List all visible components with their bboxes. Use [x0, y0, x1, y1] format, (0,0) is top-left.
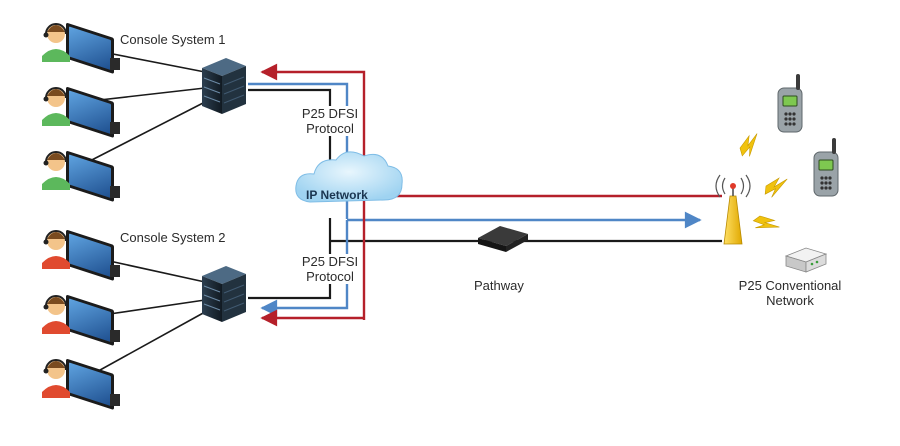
- protocol-bottom-line1: P25 DFSI: [301, 254, 359, 269]
- protocol-top-line1: P25 DFSI: [301, 106, 359, 121]
- base-station-icon: [784, 247, 828, 273]
- protocol-bottom-line2: Protocol: [306, 269, 354, 284]
- ip-network-label: IP Network: [306, 188, 368, 202]
- pathway-device-icon: [478, 226, 528, 252]
- pathway-label: Pathway: [474, 278, 524, 293]
- console-operator-icon: [42, 228, 121, 283]
- protocol-top-line2: Protocol: [306, 121, 354, 136]
- console-operator-icon: [42, 357, 121, 412]
- console-operator-icon: [42, 293, 121, 348]
- protocol-top-label: P25 DFSI Protocol: [298, 106, 362, 136]
- handheld-radio-icon: [813, 137, 839, 197]
- radio-tower-icon: [715, 174, 751, 245]
- console-operator-icon: [42, 85, 121, 140]
- console-operator-icon: [42, 149, 121, 204]
- lightning-icon: [762, 176, 790, 199]
- lightning-icon: [750, 209, 782, 240]
- p25-network-line2: Network: [766, 293, 814, 308]
- handheld-radio-icon: [777, 73, 803, 133]
- lightning-icon: [734, 131, 766, 160]
- red-signal-path: [260, 63, 722, 327]
- console-system-1-label: Console System 1: [120, 32, 226, 47]
- server-icon: [201, 265, 247, 323]
- console-system-2-label: Console System 2: [120, 230, 226, 245]
- cloud-icon: [295, 151, 403, 203]
- p25-network-line1: P25 Conventional: [738, 278, 842, 293]
- server-icon: [201, 57, 247, 115]
- console-operator-icon: [42, 21, 121, 76]
- p25-network-label: P25 Conventional Network: [720, 278, 860, 308]
- protocol-bottom-label: P25 DFSI Protocol: [298, 254, 362, 284]
